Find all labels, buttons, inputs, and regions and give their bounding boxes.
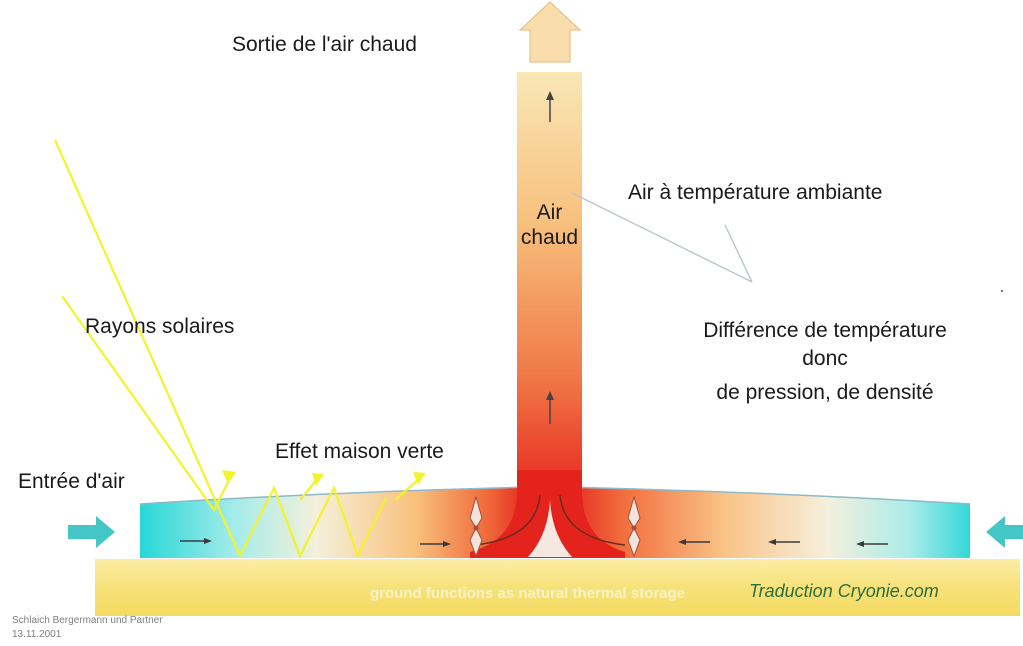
- translation-credit: Traduction Cryonie.com: [749, 581, 939, 601]
- collector-arrow-1: [180, 538, 212, 544]
- source-credit-date: 13.11.2001: [12, 629, 62, 640]
- collector-right: [562, 487, 970, 558]
- ground-storage-text: ground functions as natural thermal stor…: [370, 585, 686, 602]
- sun-ray-4: [394, 477, 421, 501]
- updraft-arrow-top: [546, 91, 554, 122]
- air-inlet-arrow-left: [68, 516, 115, 548]
- stray-dot: [1001, 290, 1003, 292]
- base-cone: [528, 500, 572, 557]
- source-credit-name: Schlaich Bergermann und Partner: [12, 615, 163, 626]
- sun-ray-arrowheads: [222, 470, 426, 486]
- collector-arrow-3: [678, 539, 710, 545]
- air-inlet-arrow-right: [986, 516, 1023, 548]
- collector-roof-edge: [139, 486, 971, 505]
- hot-air-exit-arrow: [518, 1, 582, 63]
- collector-arrow-2: [420, 541, 451, 547]
- difference-label-line3: de pression, de densité: [716, 381, 934, 404]
- leader-lines: [571, 192, 753, 283]
- greenhouse-effect-label: Effet maison verte: [275, 440, 444, 463]
- ground-storage: [95, 559, 1020, 616]
- collector-left: [140, 487, 532, 558]
- sun-ray-1: [53, 139, 387, 559]
- air-inlet-label: Entrée d'air: [18, 470, 125, 493]
- base-flow-left: [474, 494, 541, 546]
- base-flow-right: [559, 494, 626, 546]
- turbine-left: [469, 495, 483, 558]
- updraft-arrow-bottom: [546, 391, 554, 424]
- sun-ray-2: [61, 295, 231, 513]
- ambient-air-label: Air à température ambiante: [628, 181, 883, 204]
- hot-air-exit-label: Sortie de l'air chaud: [232, 33, 417, 56]
- collector-arrow-5: [856, 541, 888, 547]
- sun-rays-label: Rayons solaires: [85, 315, 235, 338]
- collector-arrow-4: [768, 539, 800, 545]
- difference-label-line2: donc: [802, 347, 848, 370]
- turbine-right: [627, 495, 641, 558]
- chimney-tower: [517, 72, 582, 502]
- difference-label-line1: Différence de température: [703, 319, 947, 342]
- hot-air-label: Air chaud: [520, 201, 579, 249]
